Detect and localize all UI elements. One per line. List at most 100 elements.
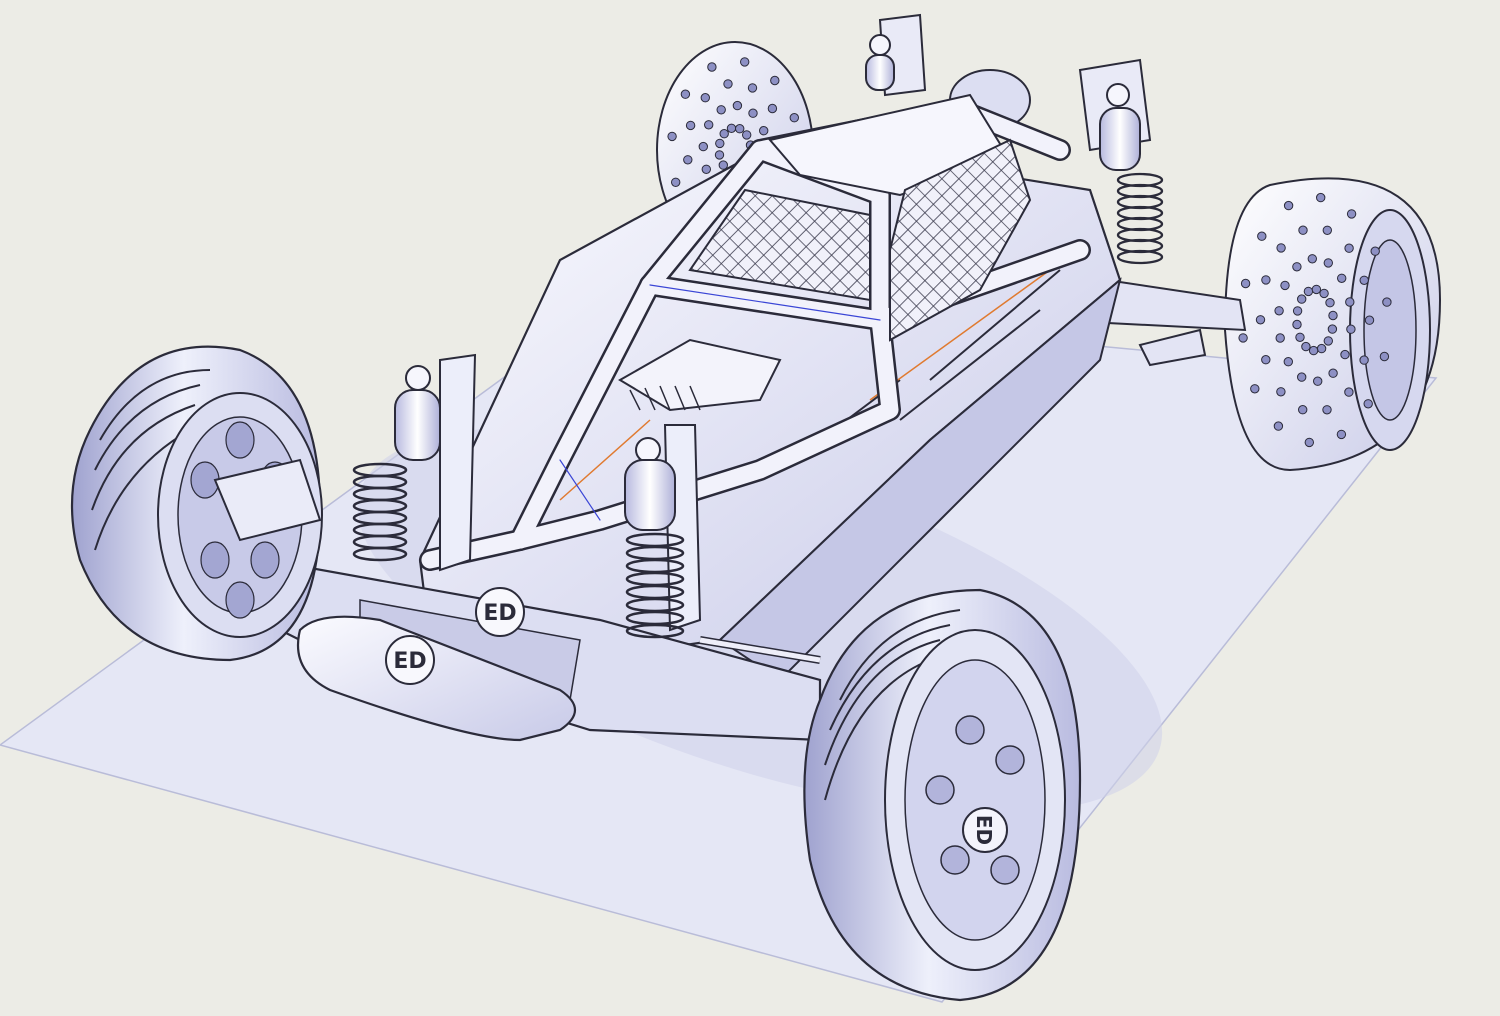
tire-spike — [1292, 306, 1303, 316]
tire-spike — [1322, 225, 1333, 236]
tire-spike — [1346, 324, 1356, 334]
tire-spike — [1336, 429, 1347, 440]
tire-spike — [718, 160, 728, 170]
tire-spike — [1370, 246, 1380, 256]
tire-spike — [1346, 209, 1357, 219]
tire-spike — [1303, 286, 1314, 297]
rear-left-shock — [865, 34, 895, 91]
tire-spike — [1261, 275, 1271, 285]
rear-right-shock — [1099, 83, 1164, 265]
mesh-window-icon — [889, 138, 1032, 342]
tire-spike — [1323, 336, 1334, 346]
tire-spike — [1359, 355, 1369, 365]
tire-spike — [683, 155, 693, 165]
tire-spike — [704, 120, 714, 130]
tire-spike — [1297, 372, 1307, 382]
spring-coil — [625, 623, 685, 639]
spring-coil — [352, 546, 408, 562]
tire-spike — [1311, 284, 1322, 295]
tire-spike — [700, 93, 710, 103]
tire-spike — [1240, 278, 1251, 289]
tire-spike — [714, 150, 725, 160]
tire-spike — [748, 108, 758, 118]
wheel-hub-icon — [884, 629, 1066, 971]
tire-spike — [1327, 324, 1338, 334]
tire-spike — [1301, 341, 1311, 352]
front-plate-logo: ED — [475, 587, 525, 637]
tire-spike — [723, 79, 733, 89]
bumper-logo: ED — [385, 635, 435, 685]
front-left-upright — [213, 458, 322, 542]
tire-spike — [719, 129, 729, 139]
tire-spike — [1238, 333, 1248, 343]
tire-spike — [1316, 192, 1326, 203]
hood-vents — [629, 385, 701, 411]
tire-spike — [716, 105, 726, 115]
hub-logo: ED — [962, 807, 1008, 853]
tire-spike — [707, 62, 717, 72]
tire-spike — [1250, 384, 1260, 394]
tire-spike — [1261, 355, 1271, 365]
tire-spike — [726, 123, 737, 134]
tire-spike — [732, 100, 743, 111]
tire-spike — [1292, 262, 1302, 272]
bumper-logo-text: ED — [393, 649, 426, 674]
front-right-shock — [624, 424, 702, 639]
tire-spike — [1276, 387, 1286, 397]
coilover-shock-icon — [1099, 83, 1164, 265]
tire-spike — [747, 83, 758, 93]
spring-coil — [1116, 249, 1164, 265]
tire-spike — [1316, 343, 1327, 354]
tire-spike — [742, 130, 752, 140]
tire-spike — [667, 131, 677, 142]
tire-spike — [1340, 349, 1350, 360]
mesh-window-icon — [688, 188, 871, 302]
tire-spike — [1323, 258, 1334, 268]
hub-hole — [225, 581, 255, 619]
hub-logo-text: ED — [972, 815, 996, 845]
tire-spike — [680, 89, 691, 99]
tire-spike — [767, 103, 778, 114]
hub-hole — [250, 541, 280, 579]
tire-spike — [1308, 345, 1319, 356]
coilover-shock-icon — [352, 353, 477, 572]
front-plate-logo-text: ED — [483, 601, 516, 626]
tire-spike — [1304, 437, 1315, 448]
tire-spike — [1275, 333, 1285, 343]
tire-spike — [1297, 294, 1307, 304]
tire-spike — [1276, 243, 1286, 253]
tire-spike — [1328, 368, 1338, 378]
tire-spike — [1274, 306, 1284, 316]
tire-spike — [685, 120, 696, 131]
tire-spike — [1298, 405, 1308, 415]
tire-spike — [698, 141, 708, 152]
rear-right-tire — [1223, 177, 1442, 472]
tire-spike — [770, 75, 780, 86]
tire-spike — [1255, 315, 1266, 325]
tire-spike — [1379, 351, 1390, 362]
tire-spike — [1280, 280, 1290, 291]
tire-spike — [1364, 315, 1375, 325]
tire-spike — [1257, 231, 1267, 241]
tire-spike — [715, 138, 725, 149]
tire-spike — [1363, 399, 1373, 409]
tire-spike — [1283, 200, 1294, 211]
tire-spike — [1322, 405, 1332, 415]
tire-spike — [789, 113, 799, 123]
tire-spike — [1382, 297, 1392, 307]
tire-spike — [1298, 225, 1308, 235]
tire-spike — [1345, 297, 1355, 307]
tire-spike — [1295, 332, 1305, 342]
tire-spike — [701, 164, 711, 175]
tire-spike — [671, 177, 681, 188]
tire-spike — [1307, 254, 1318, 264]
coilover-shock-icon — [624, 424, 702, 639]
front-left-shock — [352, 353, 477, 572]
hub-hole — [225, 421, 255, 459]
tire-spike — [1328, 310, 1338, 321]
tire-spike — [1359, 275, 1369, 285]
tire-spike — [1283, 357, 1294, 367]
tire-spike — [1319, 288, 1329, 299]
